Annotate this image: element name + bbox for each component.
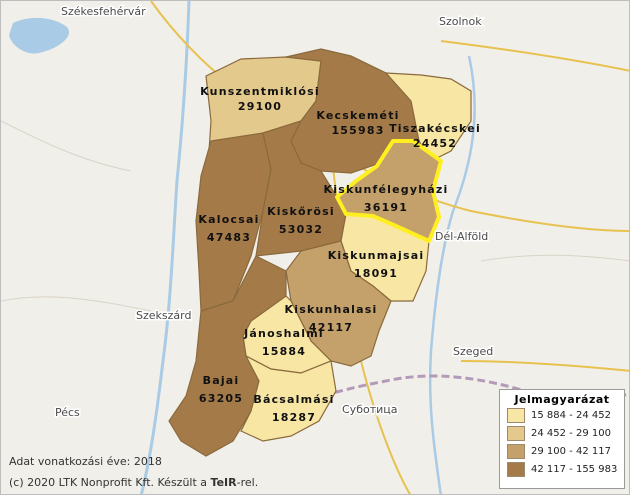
danube-river (139, 1, 191, 494)
district-name-label: Kiskőrösi (267, 205, 335, 218)
city-label-del-alfold-halo: Dél-Alföld (435, 230, 488, 243)
district-value-label: 53032 (279, 223, 323, 236)
minor-road (1, 296, 152, 312)
city-label-szekesfehervar: Székesfehérvár (61, 5, 146, 18)
legend-item: 15 884 - 24 452 (507, 406, 624, 424)
city-label-szekszard: Szekszárd (136, 309, 191, 322)
district-kecskemeti[interactable] (285, 48, 420, 174)
legend-swatch (507, 425, 525, 441)
district-value-label: 24452 (413, 137, 457, 150)
city-label-szekesfehervar-halo: Székesfehérvár (61, 5, 146, 18)
district-name-label: Bajai (203, 374, 240, 387)
city-label-szolnok-halo: Szolnok (439, 15, 482, 28)
district-value-label: 155983 (331, 124, 384, 137)
copyright-note: (c) 2020 LTK Nonprofit Kft. Készült a Te… (9, 476, 258, 489)
road-line (460, 360, 629, 372)
minor-road (1, 120, 132, 172)
legend-swatch (507, 461, 525, 477)
city-label-szolnok: Szolnok (439, 15, 482, 28)
selected-district-outline (335, 139, 443, 243)
copyright-brand: TeIR (210, 476, 237, 489)
district-name-label: Jánoshalmi (243, 327, 324, 340)
district-name-label: Kiskunhalasi (285, 303, 378, 316)
legend-item: 24 452 - 29 100 (507, 424, 624, 442)
city-label-szeged: Szeged (453, 345, 493, 358)
legend-label: 15 884 - 24 452 (531, 409, 611, 421)
city-label-pecs: Pécs (55, 406, 80, 419)
district-bacsalmasi[interactable] (240, 354, 337, 442)
city-label-pecs-halo: Pécs (55, 406, 80, 419)
district-value-label: 63205 (199, 392, 243, 405)
district-name-label: Tiszakécskei (389, 122, 481, 135)
district-value-label: 18091 (354, 267, 398, 280)
district-value-label: 29100 (238, 100, 282, 113)
city-label-del-alfold: Dél-Alföld (435, 230, 488, 243)
city-label-szeged-halo: Szeged (453, 345, 493, 358)
map-legend: Jelmagyarázat 15 884 - 24 452 24 452 - 2… (499, 389, 625, 489)
copyright-prefix: (c) 2020 LTK Nonprofit Kft. Készült a (9, 476, 211, 489)
district-name-label: Kunszentmiklósi (200, 85, 320, 98)
district-value-label: 42117 (309, 321, 353, 334)
district-tiszakecskei[interactable] (384, 72, 472, 162)
city-label-subotica: Суботица (342, 403, 398, 416)
district-name-label: Kiskunmajsai (328, 249, 425, 262)
legend-label: 42 117 - 155 983 (531, 463, 618, 475)
copyright-suffix: -rel. (236, 476, 259, 489)
minor-road (480, 254, 629, 262)
district-value-label: 47483 (207, 231, 251, 244)
legend-item: 42 117 - 155 983 (507, 460, 624, 478)
road-line (440, 40, 629, 72)
lake-shape (9, 17, 69, 54)
city-label-szekszard-halo: Szekszárd (136, 309, 191, 322)
city-label-subotica-halo: Суботица (342, 403, 398, 416)
legend-swatch (507, 407, 525, 423)
legend-label: 29 100 - 42 117 (531, 445, 611, 457)
district-name-label: Kiskunfélegyházi (324, 183, 449, 196)
district-value-label: 15884 (262, 345, 306, 358)
legend-swatch (507, 443, 525, 459)
tisza-river (428, 55, 476, 494)
district-value-label: 36191 (364, 201, 408, 214)
district-name-label: Bácsalmási (253, 393, 334, 406)
district-name-label: Kalocsai (198, 213, 259, 226)
legend-label: 24 452 - 29 100 (531, 427, 611, 439)
district-value-label: 18287 (272, 411, 316, 424)
data-year-note: Adat vonatkozási éve: 2018 (9, 455, 162, 468)
district-name-label: Kecskeméti (316, 109, 399, 122)
legend-title: Jelmagyarázat (514, 393, 610, 406)
legend-item: 29 100 - 42 117 (507, 442, 624, 460)
